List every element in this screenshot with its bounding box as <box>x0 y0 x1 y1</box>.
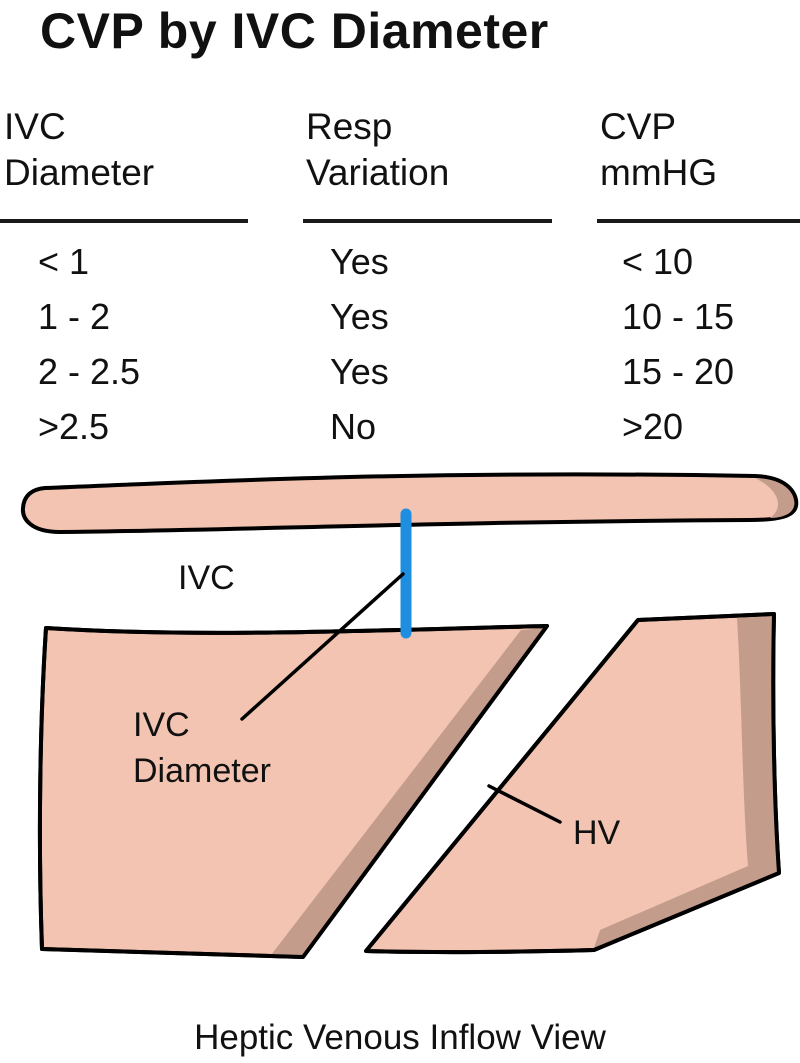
ivc-vessel-shadow <box>755 478 795 518</box>
page-title: CVP by IVC Diameter <box>40 3 549 59</box>
table-cell: 1 - 2 <box>38 296 111 337</box>
table-cell: No <box>330 406 377 447</box>
table-cell: < 10 <box>622 241 694 282</box>
table-cell: >20 <box>622 406 684 447</box>
ivc-vessel <box>20 472 799 534</box>
table-cell: < 1 <box>38 241 90 282</box>
table-cell: 15 - 20 <box>622 351 735 392</box>
table-cell: 2 - 2.5 <box>38 351 141 392</box>
header-ivc-diameter: IVC Diameter <box>4 106 155 193</box>
hv-label: HV <box>573 814 621 852</box>
liver-lobe-left-shadow <box>271 628 545 955</box>
header-resp-variation: Resp Variation <box>306 106 450 193</box>
hv-leader <box>487 784 562 824</box>
table-cell: 10 - 15 <box>622 296 735 337</box>
ivc-diameter-leader <box>240 572 405 721</box>
header-divider <box>0 219 248 223</box>
table-cell: Yes <box>330 296 389 337</box>
table-cell: >2.5 <box>38 406 110 447</box>
ivc-diameter-label: IVC Diameter <box>133 706 271 790</box>
table-cell: Yes <box>330 351 389 392</box>
header-divider <box>597 219 800 223</box>
header-divider <box>303 219 552 223</box>
diagram-caption: Heptic Venous Inflow View <box>194 1018 606 1057</box>
header-cvp: CVP mmHG <box>600 106 718 193</box>
table-cell: Yes <box>330 241 389 282</box>
liver-lobe-right-shadow <box>594 616 778 948</box>
ivc-label: IVC <box>178 559 235 597</box>
